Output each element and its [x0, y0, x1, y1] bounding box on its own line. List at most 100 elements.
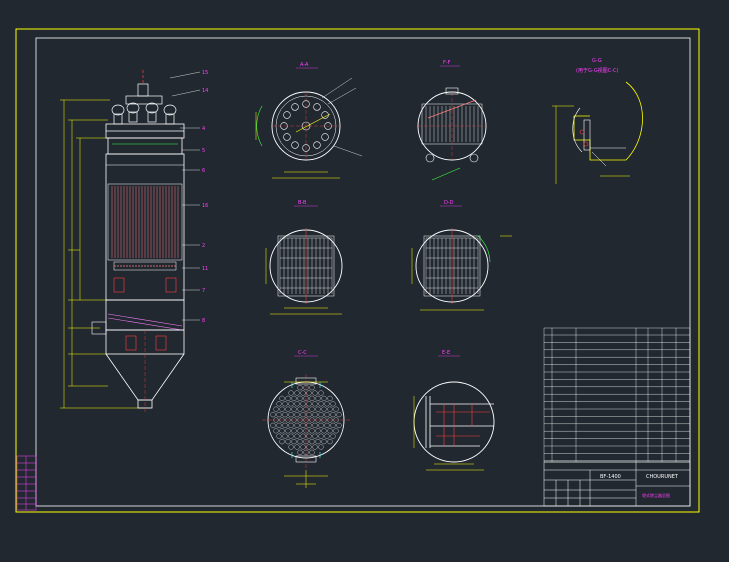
tube-hole: [306, 390, 312, 396]
tube-hole: [297, 417, 303, 423]
tube-hole: [324, 422, 330, 428]
tube-hole: [279, 428, 285, 434]
svg-text:8: 8: [202, 318, 205, 324]
title-block-drawing-title: 袋式除尘器总图: [642, 492, 670, 498]
tube-hole: [312, 433, 318, 439]
nozzle-hole: [321, 133, 329, 141]
tube-hole: [288, 422, 294, 428]
view-c-c: C-C: [262, 350, 350, 488]
tube-hole: [291, 439, 297, 445]
tube-hole: [315, 428, 321, 434]
tube-hole: [279, 395, 285, 401]
tube-hole: [285, 428, 291, 434]
tube-hole: [330, 412, 336, 418]
tube-hole: [324, 433, 330, 439]
nozzle-hole: [283, 133, 291, 141]
tube-hole: [318, 390, 324, 396]
tube-hole: [336, 422, 342, 428]
view-e-e: E-E: [413, 350, 495, 471]
tube-hole: [291, 417, 297, 423]
tube-hole: [300, 444, 306, 450]
tube-hole: [300, 390, 306, 396]
tube-hole: [297, 449, 303, 455]
tube-hole: [285, 417, 291, 423]
tube-hole: [333, 406, 339, 412]
tube-hole: [285, 439, 291, 445]
tube-hole: [312, 412, 318, 418]
inlet-section: [91, 299, 185, 335]
tube-hole: [294, 401, 300, 407]
tube-hole: [270, 422, 276, 428]
view-b-b: B-B: [265, 200, 343, 315]
tube-hole: [300, 433, 306, 439]
tube-hole: [315, 417, 321, 423]
view-b-b-title: B-B: [298, 200, 307, 206]
tube-hole: [324, 401, 330, 407]
outer-frame: [15, 28, 700, 513]
tube-hole: [309, 439, 315, 445]
tube-hole: [279, 439, 285, 445]
tube-hole: [282, 401, 288, 407]
tube-hole: [327, 439, 333, 445]
tube-hole: [318, 433, 324, 439]
svg-text:14: 14: [202, 88, 208, 94]
tube-hole: [309, 417, 315, 423]
tube-hole: [321, 395, 327, 401]
tube-hole: [309, 449, 315, 455]
tube-hole: [294, 390, 300, 396]
binding-strip-block: [16, 455, 37, 511]
nozzle-hole: [302, 144, 310, 152]
tube-hole: [309, 428, 315, 434]
tube-hole: [276, 401, 282, 407]
tube-hole: [288, 412, 294, 418]
tube-hole: [318, 422, 324, 428]
tube-hole: [294, 422, 300, 428]
ash-hopper: [105, 329, 185, 412]
view-g-g-title: G-G: [592, 58, 602, 64]
tube-hole: [291, 395, 297, 401]
tube-hole: [306, 422, 312, 428]
tube-hole: [309, 385, 315, 391]
tube-hole: [276, 422, 282, 428]
nozzle-hole: [283, 111, 291, 119]
view-g-g: G-G (用于G-G视图C-C): [552, 58, 643, 184]
tube-hole: [312, 422, 318, 428]
tube-hole: [327, 406, 333, 412]
tube-hole: [318, 412, 324, 418]
tube-hole: [315, 395, 321, 401]
tube-hole: [327, 428, 333, 434]
view-e-e-title: E-E: [442, 350, 450, 356]
tube-hole: [318, 444, 324, 450]
tube-hole: [288, 444, 294, 450]
svg-text:4: 4: [202, 126, 205, 132]
tube-hole: [312, 444, 318, 450]
tube-hole: [291, 428, 297, 434]
tube-hole: [309, 395, 315, 401]
tube-hole: [276, 412, 282, 418]
tube-hole: [294, 412, 300, 418]
view-f-f: F-F: [417, 60, 487, 181]
tube-hole: [315, 439, 321, 445]
bag-chamber: [105, 153, 185, 301]
top-inlet-stub: [125, 70, 163, 105]
part-leader-lines: [169, 71, 201, 321]
svg-text:7: 7: [202, 288, 205, 294]
svg-text:11: 11: [202, 266, 208, 272]
title-block: [543, 461, 691, 507]
tube-hole: [324, 412, 330, 418]
tube-hole: [333, 428, 339, 434]
tube-hole: [306, 412, 312, 418]
header-plenum: [105, 123, 185, 155]
tube-hole: [312, 390, 318, 396]
tube-hole: [291, 406, 297, 412]
tube-hole: [282, 433, 288, 439]
tube-hole: [309, 406, 315, 412]
filter-bags: [111, 186, 179, 258]
tube-hole: [294, 444, 300, 450]
tube-hole: [279, 406, 285, 412]
nozzle-hole: [291, 103, 299, 111]
tube-hole: [300, 422, 306, 428]
tube-hole: [270, 412, 276, 418]
